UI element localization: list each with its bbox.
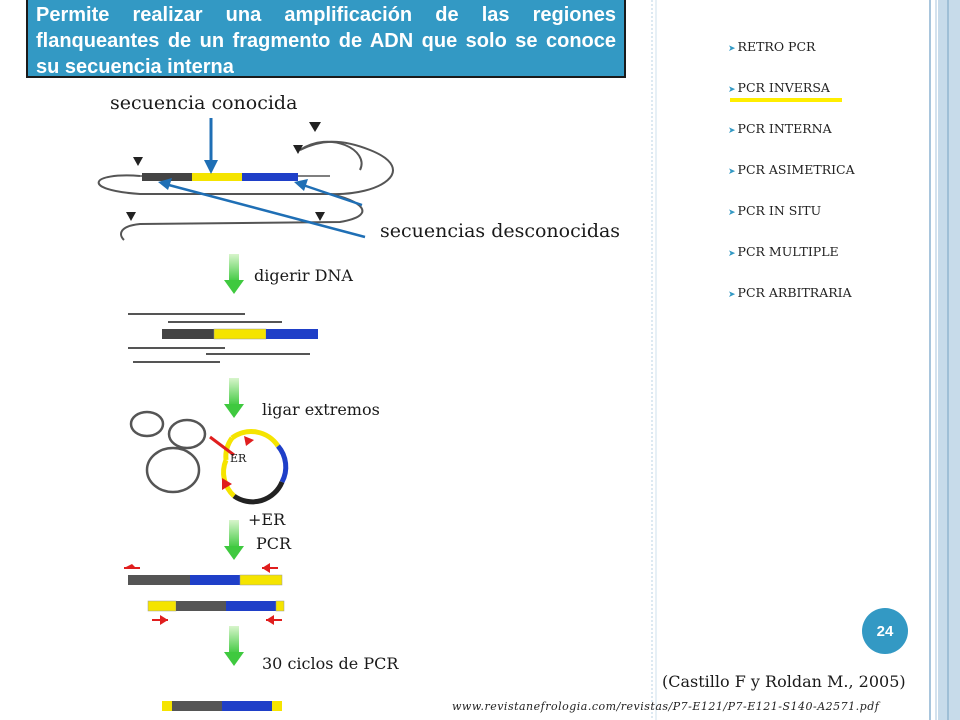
pcr-product-top — [124, 563, 283, 586]
bullet-icon: ➤ — [728, 44, 736, 54]
menu-item-pcr-arbitraria[interactable]: ➤PCR ARBITRARIA — [728, 285, 852, 300]
menu-item-retro-pcr[interactable]: ➤RETRO PCR — [728, 39, 816, 54]
bullet-icon: ➤ — [728, 85, 736, 95]
menu-item-pcr-multiple[interactable]: ➤PCR MULTIPLE — [728, 244, 839, 259]
menu-item-pcr-asimetrica[interactable]: ➤PCR ASIMETRICA — [728, 162, 855, 177]
er-label: ER — [230, 452, 247, 465]
unknown-sequence-arrows — [158, 178, 366, 239]
menu-item-pcr-in-situ[interactable]: ➤PCR IN SITU — [728, 203, 822, 218]
known-sequence-label: secuencia conocida — [110, 92, 298, 114]
slide-title: Permite realizar una amplificación de la… — [36, 4, 616, 78]
step-ligate-label: ligar extremos — [262, 400, 380, 419]
bullet-icon: ➤ — [728, 290, 736, 300]
primer-arrow — [244, 436, 254, 446]
primer-arrow — [222, 478, 232, 490]
title-box: Permite realizar una amplificación de la… — [26, 0, 626, 78]
active-underline — [730, 98, 842, 102]
step-arrow — [224, 520, 244, 560]
bullet-icon: ➤ — [728, 208, 736, 218]
digested-fragments — [128, 313, 318, 363]
genomic-segment — [142, 173, 298, 181]
page-number-badge: 24 — [862, 608, 908, 654]
pcr-product-bottom — [147, 600, 285, 625]
marker-triangle — [309, 122, 321, 132]
menu-item-pcr-interna[interactable]: ➤PCR INTERNA — [728, 121, 832, 136]
marker-triangle — [126, 212, 136, 221]
inverse-pcr-diagram — [97, 118, 394, 711]
target-circle — [221, 429, 289, 505]
ligated-circles — [129, 410, 207, 494]
menu-item-pcr-inversa[interactable]: ➤PCR INVERSA — [728, 79, 858, 102]
step-er-label: +ER — [248, 510, 286, 529]
marker-triangle — [315, 212, 325, 221]
pcr-types-menu: ➤RETRO PCR ➤PCR INVERSA ➤PCR INTERNA ➤PC… — [728, 38, 858, 325]
known-sequence-arrow — [204, 118, 218, 174]
er-cut-line — [209, 435, 235, 457]
step-arrow — [224, 378, 244, 418]
step-pcr-label: PCR — [256, 534, 292, 553]
unknown-sequences-label: secuencias desconocidas — [380, 220, 621, 242]
final-product — [162, 701, 282, 711]
bullet-icon: ➤ — [728, 126, 736, 136]
step-cycles-label: 30 ciclos de PCR — [262, 654, 399, 673]
decorative-sidebar — [651, 0, 960, 720]
citation: (Castillo F y Roldan M., 2005) — [662, 672, 906, 691]
marker-triangle — [293, 145, 303, 154]
step-digest-label: digerir DNA — [254, 266, 353, 285]
bullet-icon: ➤ — [728, 167, 736, 177]
bullet-icon: ➤ — [728, 249, 736, 259]
source-url: www.revistanefrologia.com/revistas/P7-E1… — [452, 700, 880, 713]
step-arrow — [224, 626, 244, 666]
step-arrow — [224, 254, 244, 294]
marker-triangle — [133, 157, 143, 166]
